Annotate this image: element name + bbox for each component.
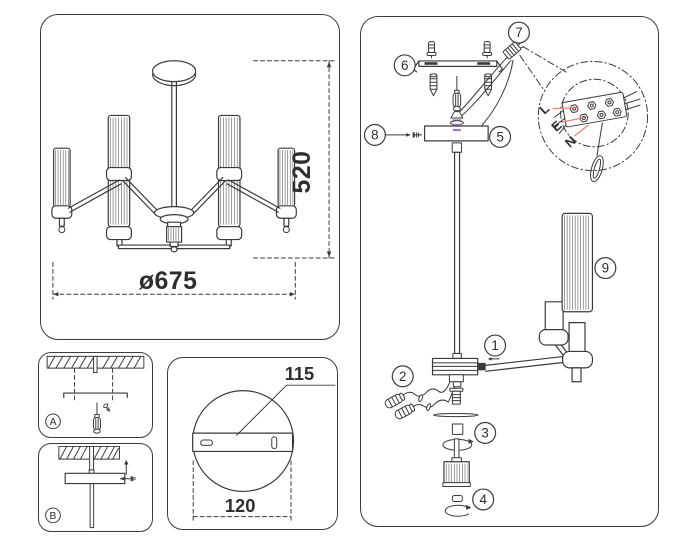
shade-outer-left: [51, 147, 73, 234]
ceiling-cup: [151, 60, 197, 212]
step-a-badge: A: [45, 413, 61, 430]
balloon-2-label: 2: [399, 369, 406, 384]
balloon-2: 2: [391, 365, 414, 388]
loop-piece: [448, 374, 464, 388]
safety-hook: [590, 155, 604, 183]
balloon-5: 5: [489, 125, 512, 148]
screwdriver-icon: [92, 402, 101, 434]
grommet-band: [452, 128, 461, 132]
height-dimension-label: 520: [289, 151, 316, 194]
assembly-panel: L E N: [360, 16, 659, 527]
balloon-3-label: 3: [481, 425, 488, 440]
mounting-bracket: [412, 60, 504, 73]
balloon-3: 3: [474, 421, 497, 444]
step-a-label: A: [50, 417, 57, 428]
step-b-badge: B: [45, 507, 61, 524]
wall-anchor: [426, 41, 437, 59]
drill-guides: [74, 368, 114, 403]
terminal-block: [553, 91, 641, 134]
height-dimension: 520: [253, 60, 336, 259]
balloon-7: 7: [507, 21, 530, 44]
balloon-9-label: 9: [602, 260, 609, 275]
bracket-bar: [192, 432, 294, 452]
arm-insert-arrow: [487, 357, 500, 361]
chandelier-drawing: 520 ø675: [51, 60, 336, 300]
screwdriver-icon: [452, 75, 462, 112]
finial-rod: [453, 438, 460, 460]
step-b-panel: B: [38, 443, 153, 532]
diameter-dimension: ø675: [52, 261, 296, 300]
rod-nut: [451, 142, 463, 153]
cover-disc: [433, 412, 479, 418]
socket-upper-collar: [538, 329, 569, 346]
bracket-screw: [484, 73, 493, 97]
step-a-drawing: A: [45, 355, 145, 434]
balloon-4: 4: [472, 488, 495, 511]
hub-arm: [485, 354, 574, 372]
socket-stub: [571, 367, 582, 383]
ceiling: [46, 355, 145, 374]
balloon-7-label: 7: [515, 25, 522, 40]
socket-upper: [544, 301, 564, 332]
side-screw-callout: [385, 132, 423, 138]
balloon-6: 6: [393, 54, 416, 77]
down-rod: [453, 151, 461, 355]
strain-relief-cone: [450, 111, 464, 119]
neutral-wire-label: N: [562, 133, 579, 150]
step-a-panel: A: [38, 352, 153, 438]
twist-ring: [444, 504, 472, 517]
bracket-screw: [429, 73, 438, 97]
balloon-1: 1: [484, 334, 507, 357]
center-finial: [166, 226, 183, 253]
balloon-4-label: 4: [479, 492, 487, 507]
side-screw-icon: [119, 476, 136, 482]
bracket-dimension: 115: [236, 363, 336, 436]
mains-wires: [457, 56, 514, 126]
balloon-9: 9: [594, 256, 617, 280]
up-arrow-icon: [124, 459, 129, 475]
diameter-dimension-label: ø675: [139, 268, 198, 295]
ceiling: [58, 445, 120, 460]
balloon-1-label: 1: [491, 338, 498, 353]
plate-dimension-label: 120: [225, 495, 255, 516]
wire-nut: [384, 392, 406, 409]
balloon-8: 8: [363, 123, 386, 146]
shade-inner-right: [216, 114, 243, 241]
balloon-8-label: 8: [371, 127, 378, 142]
overview-panel: 520 ø675: [40, 14, 340, 340]
shade-9: [561, 212, 594, 313]
connector-wires: [400, 376, 456, 411]
canopy-detail-panel: 115 120: [167, 357, 338, 530]
wiring-detail: L E N: [519, 46, 649, 183]
screw-icon: [103, 403, 111, 412]
canopy-plate: [64, 469, 126, 529]
socket-lower-collar: [562, 350, 594, 369]
socket-lower: [568, 322, 586, 354]
grommet-stack: [449, 119, 464, 126]
plate-dimension: 120: [192, 460, 292, 523]
bracket-dimension-label: 115: [285, 363, 314, 384]
assembly-drawing: L E N: [363, 21, 649, 517]
threaded-nipple: [449, 387, 464, 405]
canopy-plate: [423, 125, 489, 142]
step-b-drawing: B: [45, 445, 136, 529]
rod-collar: [452, 352, 462, 359]
hanger-rod-top: [89, 445, 95, 474]
center-hub: [153, 206, 195, 228]
wire-nut: [394, 403, 415, 420]
balloon-5-label: 5: [496, 129, 503, 144]
canopy-detail-drawing: 115 120: [192, 363, 336, 523]
wall-anchor: [482, 41, 493, 59]
square-nut: [451, 423, 464, 435]
center-hub: [431, 357, 486, 376]
balloon-6-label: 6: [401, 58, 408, 73]
step-b-label: B: [50, 511, 57, 522]
mounting-bracket: [63, 392, 128, 399]
shade-outer-right: [275, 147, 297, 234]
arms: [67, 176, 281, 216]
finial-shade: [442, 461, 471, 488]
end-cap: [451, 494, 463, 502]
shade-inner-left: [105, 114, 132, 241]
